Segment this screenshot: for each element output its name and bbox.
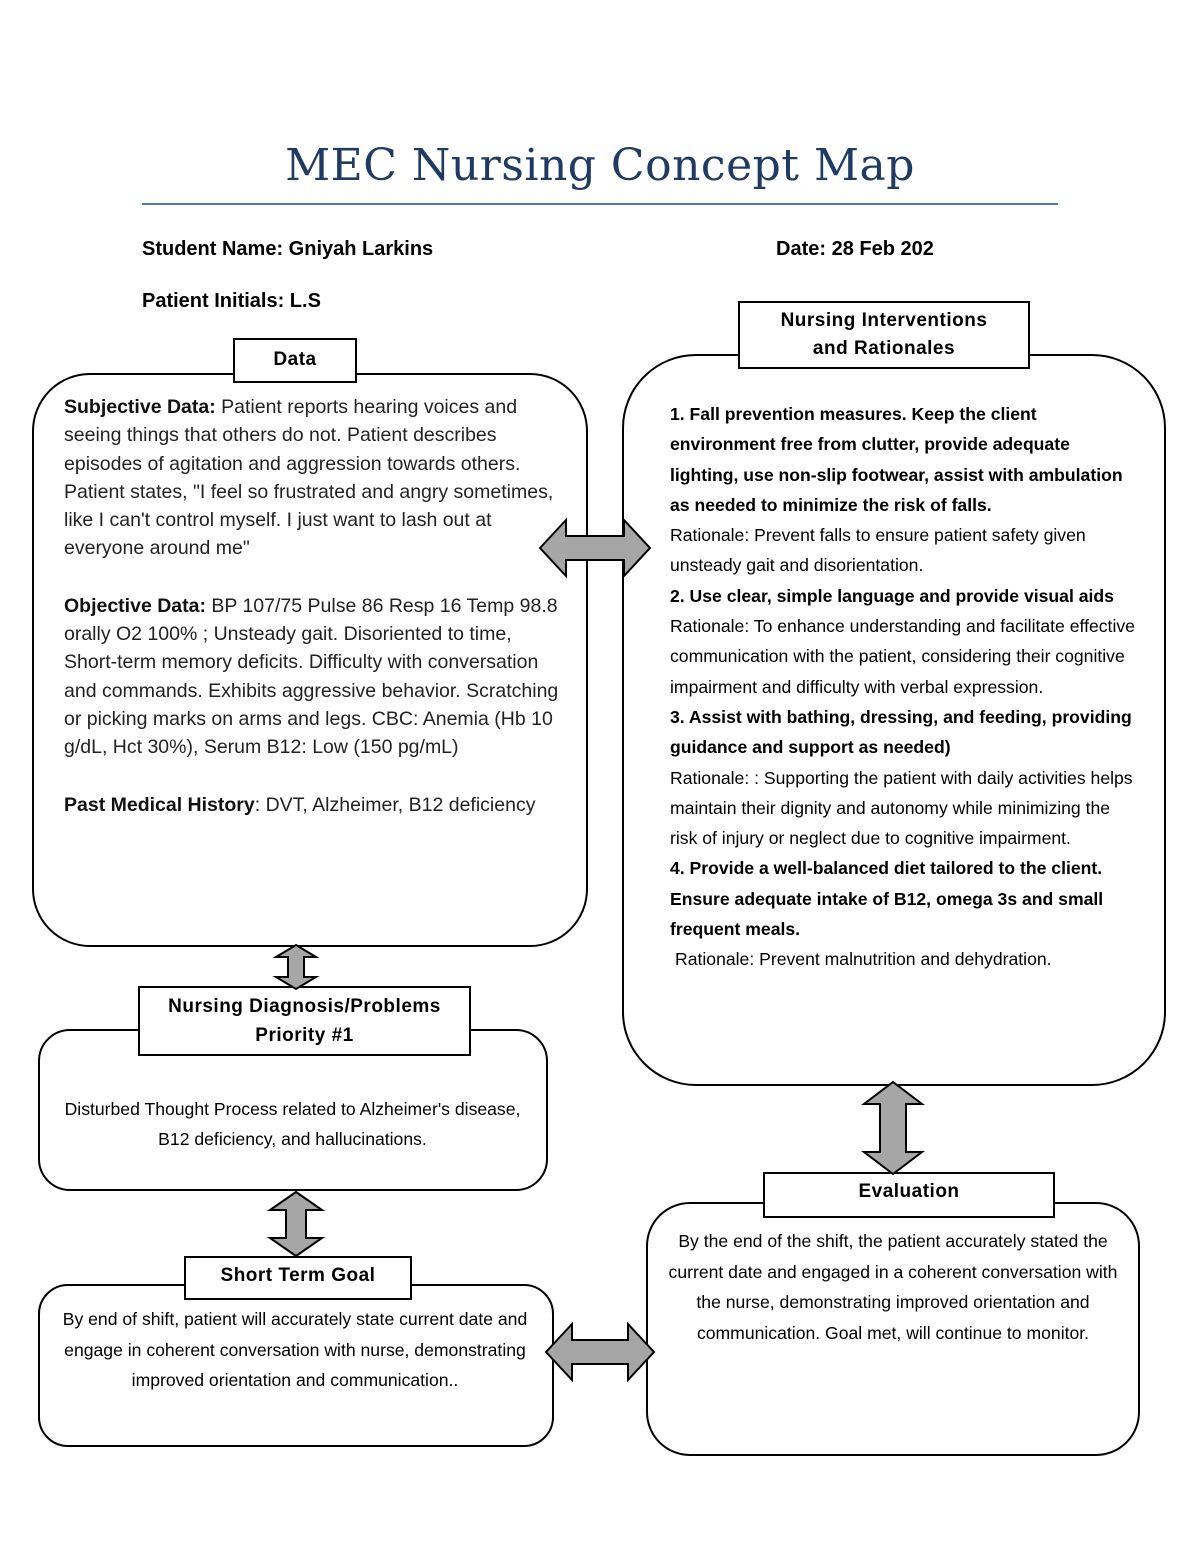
interventions-content: 1. Fall prevention measures. Keep the cl…	[670, 399, 1140, 975]
double-arrow-icon	[861, 1080, 925, 1176]
intervention-1: 1. Fall prevention measures. Keep the cl…	[670, 404, 1123, 515]
subjective-text: Patient reports hearing voices and seein…	[64, 396, 554, 560]
date: Date: 28 Feb 202	[776, 238, 934, 260]
double-arrow-icon	[266, 1190, 326, 1258]
goal-text: By end of shift, patient will accurately…	[62, 1309, 528, 1390]
rationale-4: Rationale: Prevent malnutrition and dehy…	[675, 949, 1052, 970]
objective-label: Objective Data:	[64, 594, 206, 617]
intervention-2: 2. Use clear, simple language and provid…	[670, 585, 1114, 606]
double-arrow-icon	[544, 1321, 656, 1383]
rationale-1: Rationale: Prevent falls to ensure patie…	[670, 525, 1086, 576]
patient-initials: Patient Initials: L.S	[142, 290, 321, 312]
diagnosis-box	[38, 1029, 548, 1191]
page-title: MEC Nursing Concept Map	[285, 140, 915, 191]
title-divider	[142, 203, 1058, 205]
intervention-3: 3. Assist with bathing, dressing, and fe…	[670, 706, 1132, 758]
goal-box	[38, 1284, 554, 1447]
objective-data: Objective Data: BP 107/75 Pulse 86 Resp …	[64, 592, 564, 762]
history-label: Past Medical History	[64, 793, 255, 816]
interventions-label: Nursing Interventions and Rationales	[738, 301, 1030, 369]
evaluation-text: By the end of the shift, the patient acc…	[668, 1231, 1118, 1343]
double-arrow-icon	[538, 517, 652, 579]
diagnosis-label: Nursing Diagnosis/Problems Priority #1	[138, 986, 471, 1056]
intervention-4: 4. Provide a well-balanced diet tailored…	[670, 858, 1104, 940]
diagnosis-text: Disturbed Thought Process related to Alz…	[64, 1099, 521, 1149]
double-arrow-icon	[272, 943, 320, 991]
subjective-data: Subjective Data: Patient reports hearing…	[64, 393, 564, 563]
diagnosis-label-line2: Priority #1	[255, 1025, 354, 1046]
interventions-box	[622, 354, 1166, 1086]
subjective-label: Subjective Data:	[64, 396, 216, 418]
medical-history: Past Medical History: DVT, Alzheimer, B1…	[64, 791, 564, 819]
data-content: Subjective Data: Patient reports hearing…	[64, 393, 564, 848]
data-label: Data	[233, 338, 357, 383]
rationale-2: Rationale: To enhance understanding and …	[670, 616, 1135, 697]
student-name: Student Name: Gniyah Larkins	[142, 238, 434, 260]
data-box	[32, 373, 588, 947]
rationale-3: Rationale: : Supporting the patient with…	[670, 767, 1133, 849]
goal-label: Short Term Goal	[184, 1256, 412, 1300]
objective-text: BP 107/75 Pulse 86 Resp 16 Temp 98.8 ora…	[64, 594, 559, 759]
history-text: : DVT, Alzheimer, B12 deficiency	[254, 793, 536, 816]
evaluation-box	[646, 1202, 1140, 1456]
evaluation-label: Evaluation	[763, 1172, 1055, 1218]
interventions-label-line2: and Rationales	[812, 338, 956, 359]
interventions-label-line1: Nursing Interventions	[780, 310, 988, 331]
diagnosis-label-line1: Nursing Diagnosis/Problems	[168, 996, 441, 1017]
